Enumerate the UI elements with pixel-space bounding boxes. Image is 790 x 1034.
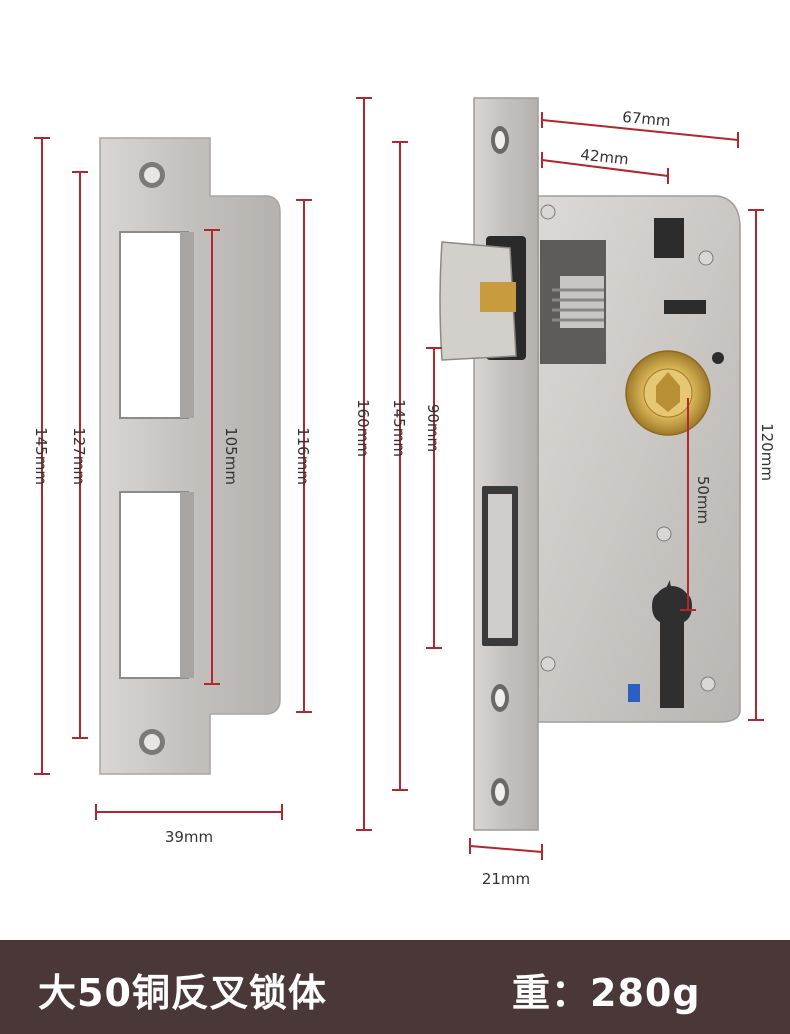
latch-bolt	[439, 241, 517, 361]
product-photo: 145mm 127mm 105mm 116mm 39mm 160mm 145mm…	[32, 97, 776, 888]
dim-strike-opening-span: 105mm	[222, 427, 240, 485]
dim-strike-height-inner: 127mm	[70, 427, 88, 485]
mortise-lock-body	[439, 97, 741, 831]
dim-faceplate-height: 160mm	[354, 399, 372, 457]
dim-case-height: 120mm	[758, 423, 776, 481]
dim-strike-width: 39mm	[165, 828, 213, 846]
dimension-labels: 145mm 127mm 105mm 116mm 39mm 160mm 145mm…	[32, 108, 776, 888]
faceplate	[473, 97, 539, 831]
dim-spindle-to-cylinder: 50mm	[694, 476, 712, 524]
dim-faceplate-width: 21mm	[482, 870, 530, 888]
dim-strike-lip-height: 116mm	[294, 427, 312, 485]
dim-strike-height-outer: 145mm	[32, 427, 50, 485]
footer-banner: 大50铜反叉锁体 重：280g	[0, 940, 790, 1034]
dimension-lines	[34, 97, 764, 860]
strike-opening-bottom	[119, 491, 189, 679]
dim-backset-total: 67mm	[622, 108, 672, 130]
product-name: 大50铜反叉锁体	[38, 971, 327, 1015]
strike-plate	[99, 137, 281, 775]
strike-opening-top	[119, 231, 189, 419]
dim-faceplate-hole-span: 145mm	[390, 399, 408, 457]
product-weight: 重：280g	[512, 971, 701, 1015]
dim-backset: 42mm	[580, 146, 630, 169]
dim-latch-to-deadbolt: 90mm	[424, 404, 442, 452]
